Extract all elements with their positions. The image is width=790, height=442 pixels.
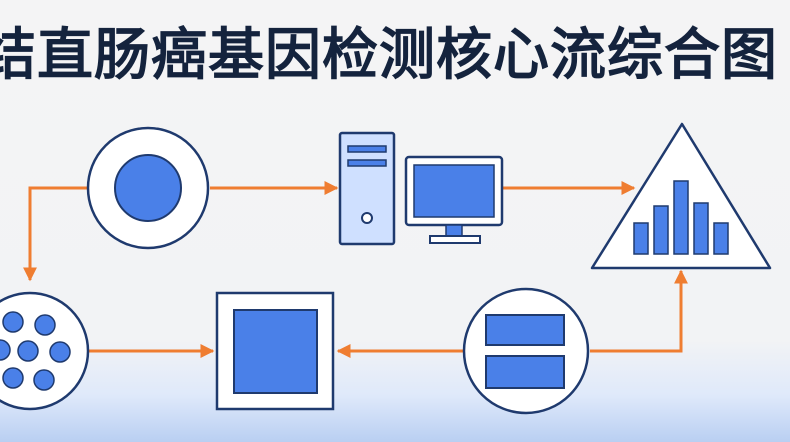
arrow-circle-to-cells xyxy=(23,186,88,282)
analysis-triangle-node xyxy=(590,122,772,270)
computer-node xyxy=(338,131,504,246)
desktop-computer-icon xyxy=(404,155,504,244)
stacked-bars-icon xyxy=(485,314,565,389)
page-title: 结直肠癌基因检测核心流综合图 xyxy=(0,23,778,88)
desktop-tower-icon xyxy=(338,131,396,246)
circle-icon xyxy=(114,154,182,222)
data-stack-node xyxy=(462,287,590,415)
sample-circle-node xyxy=(86,126,210,250)
cells-node xyxy=(0,291,90,411)
result-square-node xyxy=(215,291,335,411)
connectors xyxy=(23,181,688,358)
square-icon xyxy=(233,309,318,394)
cells-icon xyxy=(0,311,71,391)
bar-chart-icon xyxy=(633,180,729,255)
arrow-stack-to-triangle xyxy=(590,269,688,353)
